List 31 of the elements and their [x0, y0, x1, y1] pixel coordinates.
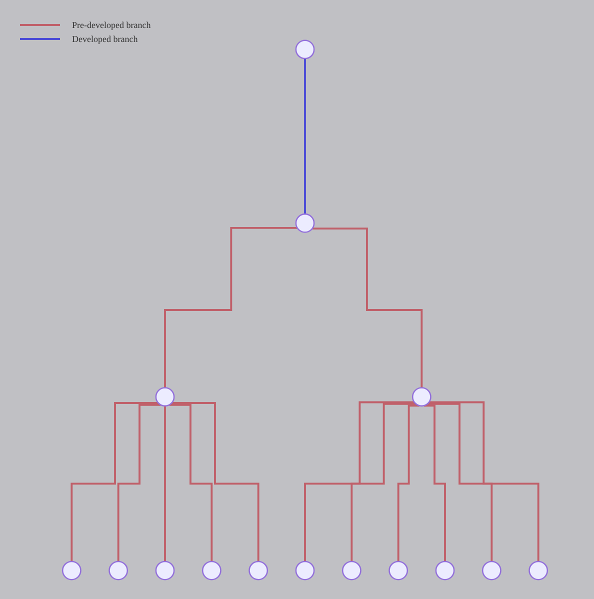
- connector: [312, 228, 423, 389]
- connector: [397, 404, 420, 562]
- node-circle: [295, 40, 315, 60]
- node-circle: [435, 560, 455, 580]
- node-circle: [248, 560, 268, 580]
- node-circle: [388, 560, 408, 580]
- node-circle: [342, 560, 362, 580]
- node-circle: [295, 560, 315, 580]
- node-circle: [295, 213, 315, 233]
- connector: [169, 404, 213, 562]
- connector: [304, 58, 306, 216]
- connector: [304, 401, 414, 562]
- connector: [164, 404, 166, 562]
- connector: [428, 401, 540, 562]
- node-circle: [528, 560, 548, 580]
- connector: [424, 404, 446, 562]
- node-circle: [155, 387, 175, 407]
- node-circle: [62, 560, 82, 580]
- connector: [117, 404, 161, 562]
- connector: [427, 402, 493, 562]
- connector: [350, 402, 416, 562]
- node-circle: [412, 387, 432, 407]
- connector: [70, 402, 158, 562]
- legend-label: Pre-developed branch: [72, 20, 151, 30]
- connector: [164, 226, 298, 389]
- legend-label: Developed branch: [72, 34, 138, 44]
- connector: [172, 402, 260, 562]
- node-circle: [108, 560, 128, 580]
- node-circle: [155, 560, 175, 580]
- node-circle: [482, 560, 502, 580]
- node-circle: [202, 560, 222, 580]
